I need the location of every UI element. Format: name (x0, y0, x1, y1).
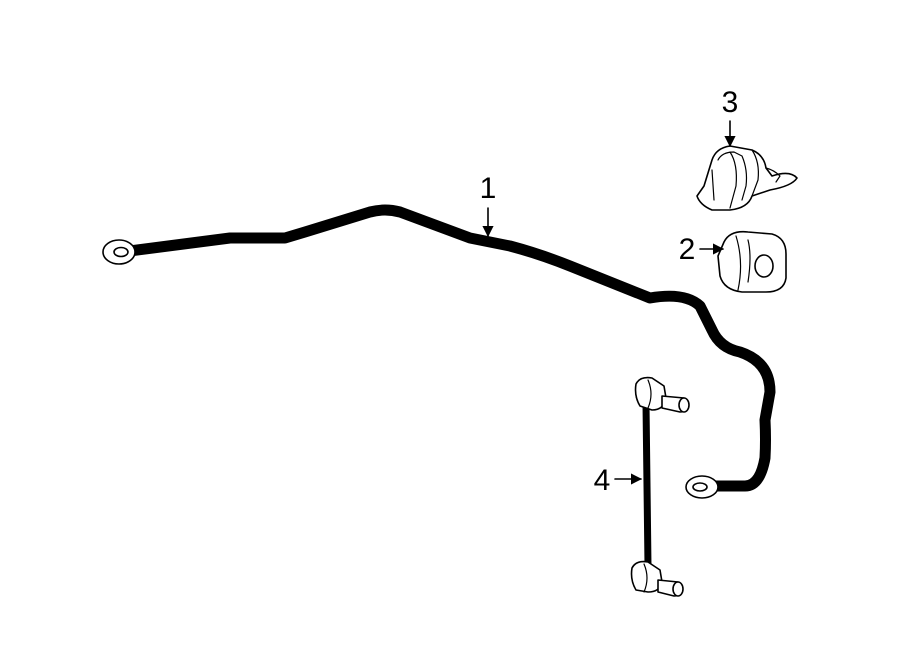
link-top-joint (634, 376, 690, 413)
callout-3: 3 (722, 86, 739, 148)
callout-1: 1 (480, 172, 497, 238)
callout-2: 2 (679, 233, 725, 266)
bar-end-left (102, 239, 136, 265)
stabilizer-bar-bushing (717, 230, 787, 293)
callout-label-3: 3 (722, 86, 739, 119)
callout-label-4: 4 (594, 464, 611, 497)
bushing-bracket (696, 145, 798, 211)
link-bottom-joint (630, 560, 684, 597)
callout-label-1: 1 (480, 172, 497, 205)
callout-label-2: 2 (679, 233, 696, 266)
callout-4: 4 (594, 464, 643, 497)
stabilizer-link (630, 376, 690, 597)
bar-end-right (685, 475, 719, 499)
stabilizer-bar (102, 204, 776, 499)
